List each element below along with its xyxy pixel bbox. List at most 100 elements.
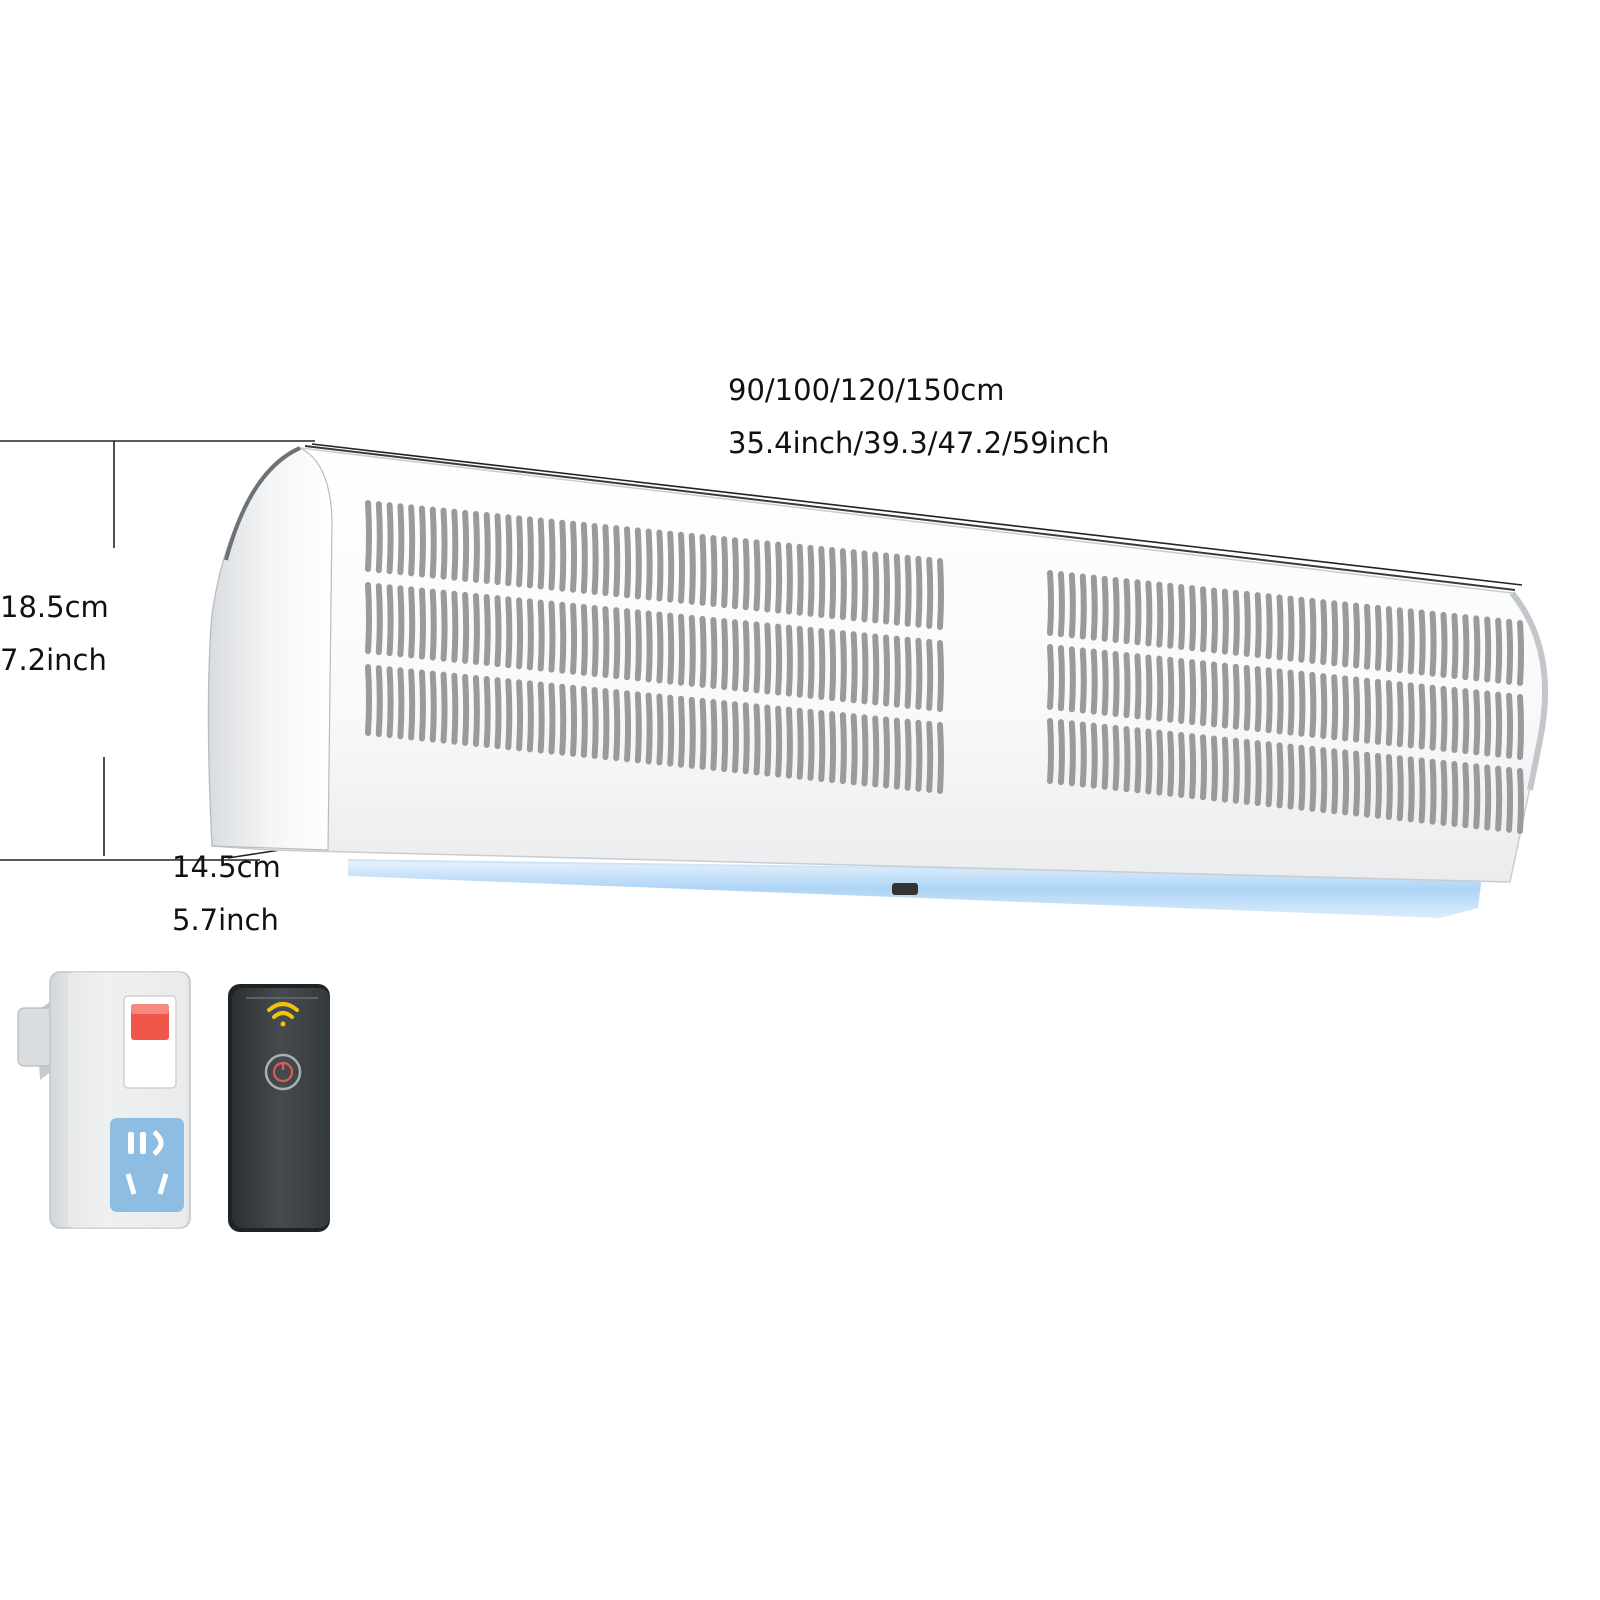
vent-slot — [1112, 576, 1120, 643]
vent-slot — [1068, 720, 1076, 787]
vent-slot — [1418, 683, 1426, 750]
vent-slot — [1418, 757, 1426, 824]
vent-slot — [1232, 737, 1240, 804]
vent-slot — [1156, 729, 1164, 796]
vent-slot — [602, 688, 610, 761]
vent-slot — [872, 551, 880, 624]
vent-slot — [677, 613, 685, 686]
vent-slot — [1057, 571, 1065, 638]
height-inch-label: 7.2inch — [0, 643, 107, 677]
vent-slot — [1189, 733, 1197, 800]
vent-slot — [1112, 724, 1120, 791]
vent-slot — [1374, 752, 1382, 819]
vent-slot — [893, 635, 901, 708]
vent-slot — [494, 595, 502, 668]
vent-slot — [1363, 751, 1371, 818]
vent-slot — [1134, 579, 1142, 646]
vent-slot — [818, 545, 826, 618]
vent-slot — [1276, 594, 1284, 661]
vent-slot — [365, 582, 372, 654]
vent-slot — [375, 583, 383, 656]
vent-slot — [591, 522, 599, 595]
vent-slot — [1440, 611, 1448, 678]
vent-slot — [1057, 645, 1065, 712]
vent-slot — [785, 624, 793, 697]
vent-slot — [1243, 664, 1251, 731]
vent-slot — [645, 528, 653, 601]
vent-slot — [1374, 604, 1382, 671]
vent-slot — [408, 504, 416, 577]
vent-slot — [375, 665, 383, 738]
vent-slot — [429, 588, 437, 661]
vent-slot — [1331, 748, 1339, 815]
vent-slot — [915, 719, 923, 792]
vent-slot — [516, 597, 524, 670]
vent-slot — [365, 500, 372, 572]
vent-slot — [893, 553, 901, 626]
vent-slot — [850, 549, 858, 622]
vent-slot — [1145, 654, 1153, 721]
vent-slot — [1200, 660, 1208, 727]
vent-slot — [937, 640, 944, 712]
vent-slot — [1101, 575, 1109, 642]
vent-slot — [1418, 609, 1426, 676]
vent-slot — [1200, 734, 1208, 801]
vent-slot — [742, 620, 750, 693]
vent-slot — [1451, 761, 1459, 828]
vent-slot — [1134, 653, 1142, 720]
vent-slot — [1495, 617, 1503, 684]
vent-slot — [731, 701, 739, 774]
vent-slot — [1254, 592, 1262, 659]
vent-slot — [731, 619, 739, 692]
vent-slot — [688, 614, 696, 687]
vent-slot — [904, 718, 912, 791]
vent-slot — [764, 622, 772, 695]
vent-slot — [1145, 728, 1153, 795]
vent-slot — [1342, 749, 1350, 816]
length-inch-label: 35.4inch/39.3/47.2/59inch — [728, 426, 1110, 460]
vent-slot — [667, 530, 675, 603]
vent-slot — [1047, 570, 1054, 636]
vent-slot — [1254, 740, 1262, 807]
vent-slot — [1407, 608, 1415, 675]
vent-slot — [1243, 590, 1251, 657]
vent-slot — [526, 598, 534, 671]
vent-slot — [440, 589, 448, 662]
vent-slot — [1396, 607, 1404, 674]
control-button — [892, 883, 918, 895]
vent-slot — [1254, 666, 1262, 733]
vent-slot — [807, 626, 815, 699]
vent-slot — [1320, 673, 1328, 740]
vent-slot — [418, 669, 426, 742]
vent-slot — [710, 617, 718, 690]
vent-slot — [775, 705, 783, 778]
vent-slot — [796, 707, 804, 780]
vent-slot — [1374, 678, 1382, 745]
vent-slot — [505, 678, 513, 751]
vent-slot — [1221, 736, 1229, 803]
vent-slot — [937, 558, 944, 630]
vent-slot — [1145, 580, 1153, 647]
vent-slot — [1079, 573, 1087, 640]
vent-slot — [1517, 694, 1524, 760]
vent-slot — [537, 517, 545, 590]
vent-slot — [839, 630, 847, 703]
vent-slot — [580, 685, 588, 758]
vent-slot — [591, 686, 599, 759]
vent-slot — [408, 668, 416, 741]
vent-slot — [375, 501, 383, 574]
vent-slot — [699, 615, 707, 688]
vent-slot — [753, 703, 761, 776]
length-cm-label: 90/100/120/150cm — [728, 373, 1005, 407]
vent-slot — [451, 672, 459, 745]
vent-grille-right — [1047, 570, 1524, 834]
vent-slot — [883, 634, 891, 707]
vent-slot — [1506, 692, 1514, 759]
vent-slot — [1090, 722, 1098, 789]
vent-slot — [1309, 745, 1317, 812]
vent-slot — [624, 690, 632, 763]
vent-slot — [462, 591, 470, 664]
length-line — [311, 443, 1523, 586]
vent-slot — [850, 631, 858, 704]
vent-slot — [386, 584, 394, 657]
